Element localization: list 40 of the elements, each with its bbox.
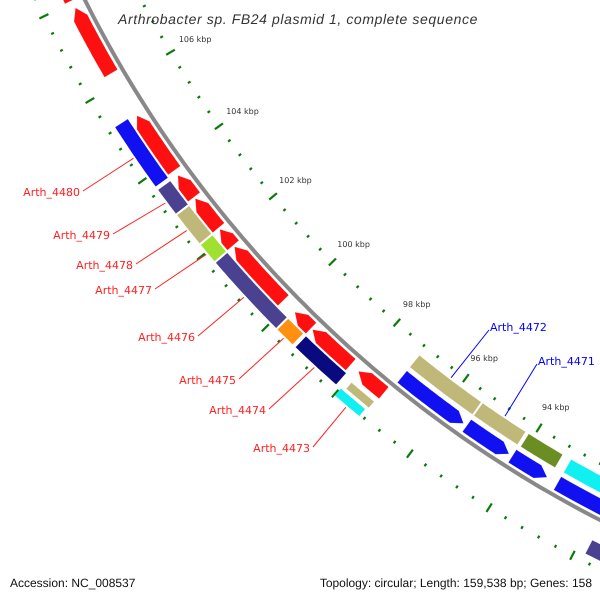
gene-label: Arth_4479 (53, 229, 110, 242)
gene-label: Arth_4480 (23, 186, 80, 199)
leader-line (112, 202, 166, 234)
scale-label: 96 kbp (470, 354, 498, 364)
leader-line (268, 367, 315, 410)
leader-line (136, 230, 188, 264)
sequence-info-text: Topology: circular; Length: 159,538 bp; Genes: 158 (320, 575, 592, 592)
scale-label: 100 kbp (337, 240, 370, 250)
gene-label: Arth_4477 (95, 284, 152, 297)
scale-label: 98 kbp (402, 300, 430, 310)
gene-label: Arth_4472 (490, 321, 547, 334)
gene-bar (474, 403, 526, 444)
leader-line (82, 158, 134, 192)
gene-label: Arth_4478 (76, 259, 133, 272)
gene-bar (216, 253, 287, 328)
gene-label: Arth_4471 (538, 355, 595, 368)
gene-label: Arth_4476 (138, 331, 195, 344)
gene-label: Arth_4475 (179, 374, 236, 387)
scale-label: 104 kbp (226, 107, 259, 118)
gene-bar (296, 336, 346, 384)
gene-label: Arth_4473 (253, 442, 310, 455)
scale-label: 94 kbp (542, 402, 570, 413)
accession-text: Accession: NC_008537 (10, 575, 136, 592)
gene-bar (115, 119, 168, 186)
scale-label: 106 kbp (178, 34, 212, 45)
leader-line (504, 364, 538, 417)
leader-line (198, 296, 244, 336)
gene-bar (158, 181, 188, 214)
title: Arthrobacter sp. FB24 plasmid 1, complete sequence (118, 10, 478, 29)
gene-bar (334, 388, 365, 416)
leader-line (312, 406, 346, 448)
leader-line (450, 330, 490, 378)
scale-label: 102 kbp (279, 176, 312, 186)
gene-bar (177, 206, 212, 244)
gene-bar (410, 355, 481, 414)
gene-label: Arth_4474 (209, 404, 266, 417)
leader-line (154, 254, 207, 290)
gene-bar (200, 235, 226, 262)
gene-bar (278, 318, 303, 344)
leader-line (238, 338, 284, 380)
